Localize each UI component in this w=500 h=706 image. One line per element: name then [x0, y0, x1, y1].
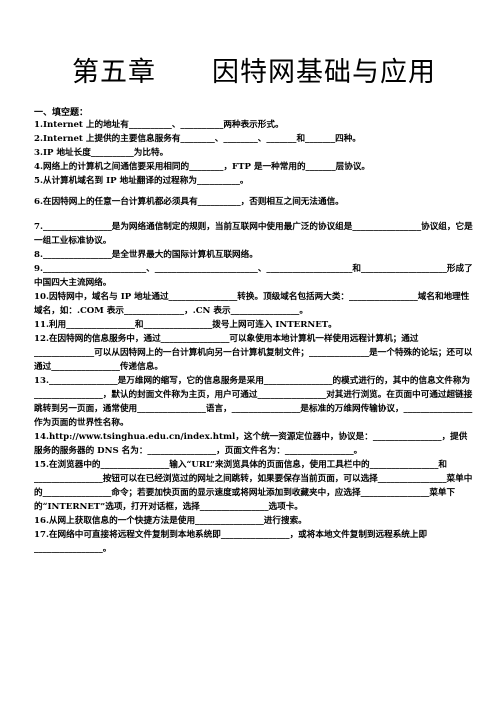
section-heading: 一、填空题： — [34, 108, 89, 118]
question-8: 8.________________是全世界最大的国际计算机互联网络。 — [34, 250, 258, 260]
question-12: 12.在因特网的信息服务中，通过________________可以象使用本地计… — [34, 334, 473, 372]
question-14: 14.http://www.tsinghua.edu.cn/index.html… — [34, 432, 468, 456]
question-11: 11.利用________________和________________拨号… — [34, 320, 337, 330]
question-9: 9.________________________、_____________… — [34, 264, 473, 288]
page-title: 第五章 因特网基础与应用 — [72, 57, 436, 88]
question-13: 13.________________是万维网的缩写，它的信息服务是采用____… — [34, 376, 473, 428]
question-2: 2.Internet 上提供的主要信息服务有________、________、… — [34, 134, 361, 144]
question-3: 3.IP 地址长度__________为比特。 — [34, 148, 169, 158]
question-5: 5.从计算机域名到 IP 地址翻译的过程称为__________。 — [34, 176, 249, 186]
question-16: 16.从网上获取信息的一个快捷方法是使用________________进行搜索… — [34, 516, 307, 526]
question-7: 7.________________是为网络通信制定的规则，当前互联网中使用最广… — [34, 222, 473, 246]
question-17: 17.在网络中可直接将远程文件复制到本地系统即________________，… — [34, 530, 428, 554]
question-6: 6.在因特网上的任意一台计算机都必须具有__________，否则相互之间无法通… — [34, 197, 344, 207]
question-1: 1.Internet 上的地址有__________、__________两种表… — [34, 120, 284, 130]
question-10: 10.因特网中，域名与 IP 地址通过________________转换。顶级… — [34, 292, 470, 316]
question-15: 15.在浏览器中的________________输入“URL”来浏览具体的页面… — [34, 460, 473, 512]
question-4: 4.网络上的计算机之间通信要采用相同的________，FTP 是一种常用的__… — [34, 162, 371, 172]
